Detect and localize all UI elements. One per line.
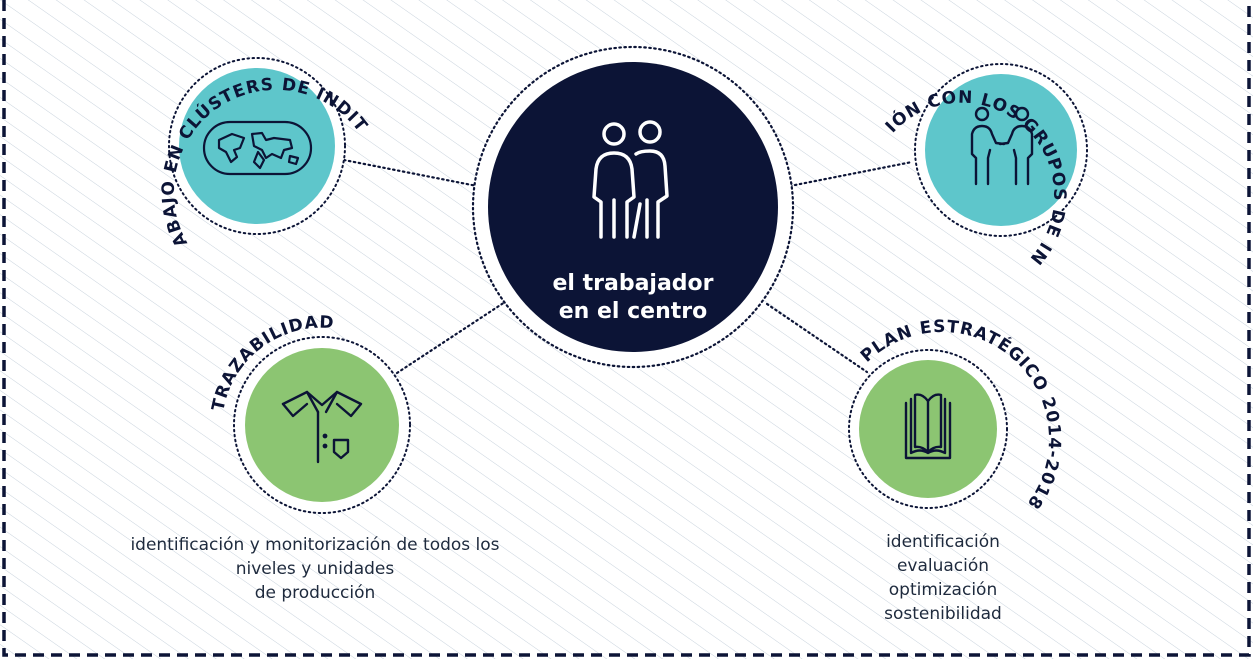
center-node: el trabajador en el centro [471,45,795,369]
connector-trazabilidad [395,300,507,375]
center-title-line1: el trabajador [552,271,713,296]
connector-clusters [342,158,479,188]
connectors [342,158,914,375]
connector-plan [765,302,869,374]
shirt-icon [281,390,363,464]
world-map-icon [202,120,313,176]
caption-line: identificación [886,532,1000,552]
book-icon [904,393,952,460]
handshake-people-icon [970,106,1034,186]
caption-line: identificación y monitorización de todos… [130,535,500,555]
caption-line: de producción [254,583,376,603]
caption-line: sostenibilidad [884,604,1002,624]
caption-line: niveles y unidades [235,559,395,579]
caption-line: optimización [888,580,998,600]
caption-line: evaluación [896,556,990,576]
caption-trazabilidad: identificación y monitorización de todos… [90,533,540,605]
caption-plan: identificación evaluación optimización s… [843,530,1043,626]
two-people-icon [592,120,669,239]
connector-grupos [788,160,914,188]
center-title-line2: en el centro [559,299,707,324]
